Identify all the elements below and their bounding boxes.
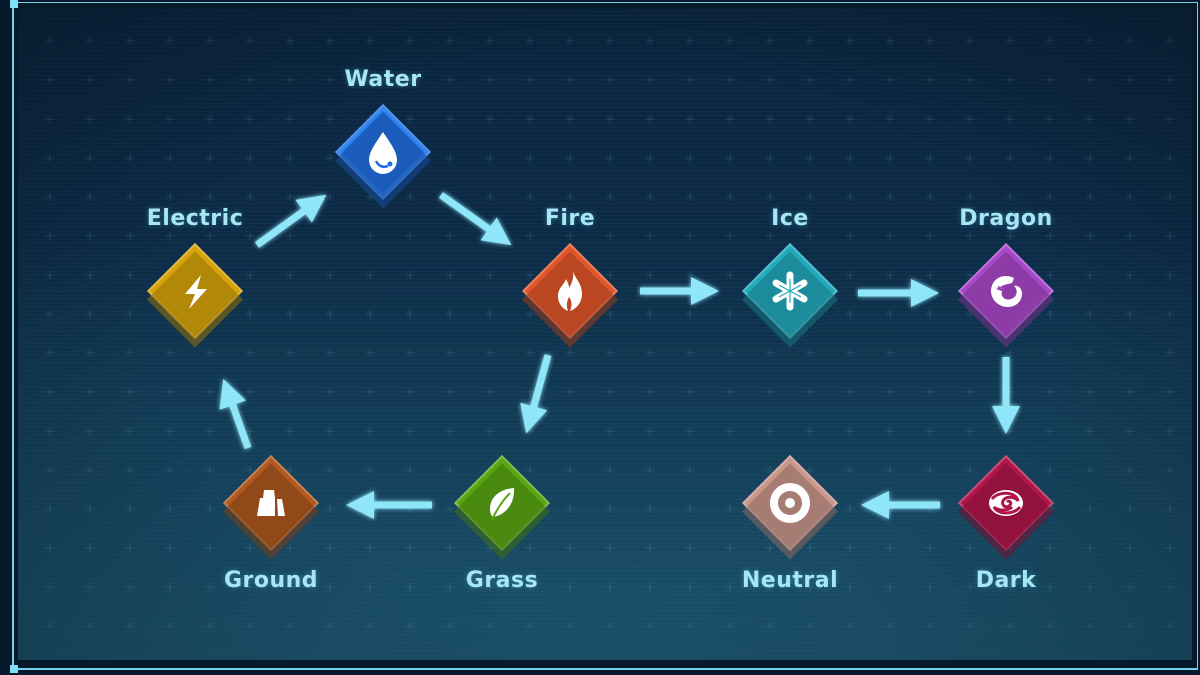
label-grass: Grass [465,568,539,593]
leaf-icon [490,488,515,521]
label-water: Water [344,67,422,92]
label-dragon: Dragon [959,206,1053,231]
arrow-water-to-fire [438,192,512,246]
lightning-bolt-icon [185,275,207,309]
label-ice: Ice [771,206,809,231]
snowflake-icon [772,271,808,311]
label-dark: Dark [975,568,1037,593]
node-ground[interactable]: Ground [216,448,326,593]
node-ice[interactable]: Ice [735,206,845,346]
water-drop-icon [369,132,397,174]
swirl-icon [989,490,1023,516]
rock-icon [257,490,285,516]
ring-icon [770,483,810,523]
arrow-fire-to-grass [520,354,552,434]
node-neutral[interactable]: Neutral [735,448,845,593]
node-water[interactable]: Water [328,67,438,207]
node-electric[interactable]: Electric [140,206,250,346]
label-ground: Ground [223,568,319,593]
node-grass[interactable]: Grass [447,448,557,593]
arrow-ground-to-electric [219,378,252,450]
node-dark[interactable]: Dark [951,448,1061,593]
frame-corner-bottom-left [10,665,18,673]
label-neutral: Neutral [741,568,839,593]
frame-corner-top-left [10,0,18,8]
label-electric: Electric [146,206,244,231]
flame-icon [558,271,582,311]
label-fire: Fire [544,206,596,231]
arrow-electric-to-water [254,194,327,248]
node-dragon[interactable]: Dragon [951,206,1061,346]
outer-frame [12,2,1198,670]
node-fire[interactable]: Fire [515,206,625,346]
dragon-head-icon [991,276,1022,307]
